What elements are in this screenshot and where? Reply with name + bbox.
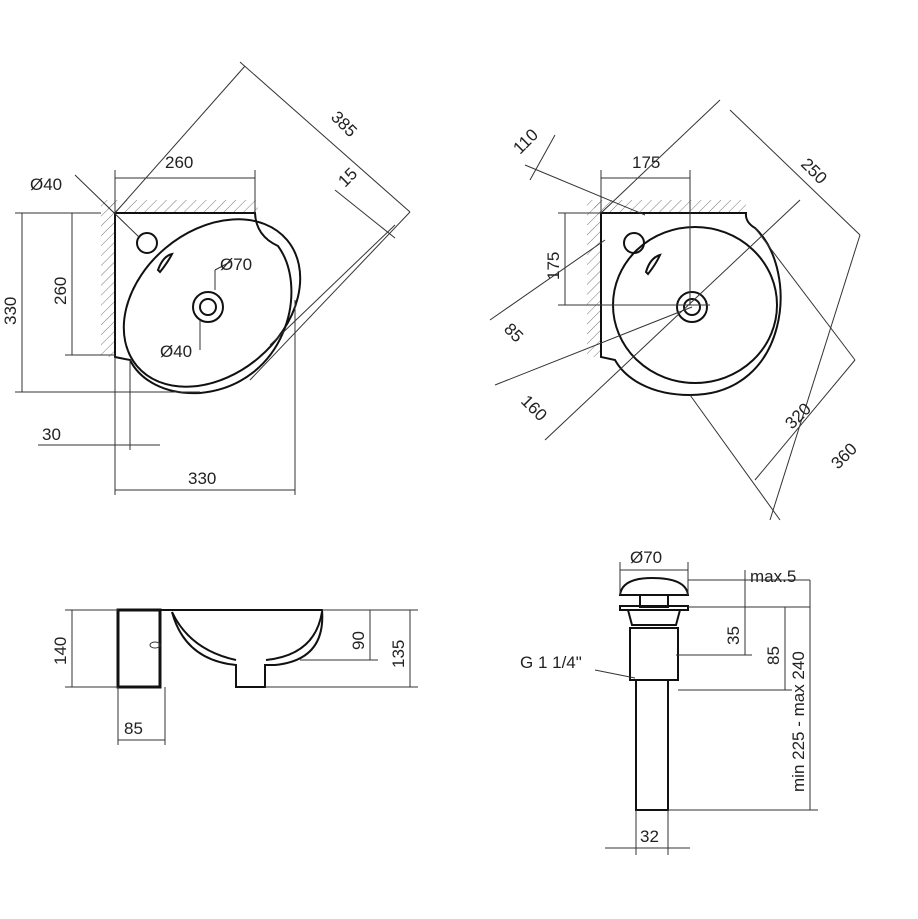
thread-label: G 1 1/4" (520, 653, 582, 672)
wall-hatch-left (587, 200, 601, 357)
dim-width-330: 330 (188, 469, 216, 488)
dim-offset-30: 30 (42, 425, 61, 444)
plug-cap (618, 576, 690, 596)
dim-diagonal-15: 15 (334, 164, 361, 191)
dim-cap-diameter: Ø70 (630, 548, 662, 567)
dim-depth-90: 90 (349, 631, 368, 650)
dim-width-175: 175 (632, 153, 660, 172)
dimension-lines (65, 609, 418, 745)
upper-body (626, 609, 682, 626)
bowl-inner (122, 218, 302, 388)
side-section-view: 140 90 135 85 (51, 608, 418, 745)
dim-wall-85: 85 (124, 719, 143, 738)
overflow-slot (156, 252, 174, 274)
tap-hole (623, 232, 645, 254)
drain-inner (199, 298, 217, 316)
dim-max5: max.5 (750, 567, 796, 586)
dim-85: 85 (764, 646, 783, 665)
dim-pipe-32: 32 (640, 827, 659, 846)
basin-outline (114, 212, 293, 395)
dim-250: 250 (797, 154, 830, 187)
dim-85: 85 (500, 319, 527, 346)
drain-inner (683, 298, 701, 316)
drain-plug-view: Ø70 max.5 35 85 min 225 - max 240 G 1 1/… (520, 548, 818, 855)
tap-hole (136, 232, 158, 254)
dim-110: 110 (509, 125, 542, 158)
dim-length-range: min 225 - max 240 (789, 651, 808, 792)
dim-35: 35 (724, 626, 743, 645)
wall-hatch-top (108, 200, 258, 213)
dim-diagonal-385: 385 (327, 107, 360, 140)
wall-hatch-left (101, 200, 115, 357)
drain-outer (192, 291, 224, 323)
dim-width-260: 260 (165, 153, 193, 172)
dim-320: 320 (781, 399, 814, 432)
threaded-body (629, 627, 679, 681)
dimension-lines (489, 99, 861, 521)
dim-360: 360 (827, 439, 860, 472)
dim-height-260: 260 (51, 277, 70, 305)
dim-height-135: 135 (389, 640, 408, 668)
basin-outline (600, 212, 782, 397)
wall-block (116, 608, 162, 689)
dim-height-175: 175 (544, 252, 563, 280)
overflow-hole (149, 641, 161, 649)
dimension-lines (15, 61, 411, 495)
dim-160: 160 (517, 391, 550, 424)
dim-height-140: 140 (51, 637, 70, 665)
wall-hatch-top (594, 200, 746, 213)
dim-drain-70: Ø70 (220, 255, 252, 274)
top-right-plan-view: 175 110 250 175 85 160 320 360 (489, 99, 861, 521)
overflow-slot (644, 253, 662, 276)
drain-pipe (635, 679, 669, 811)
top-left-plan-view: 260 Ø40 385 15 330 260 Ø70 Ø40 30 330 (1, 61, 411, 495)
dimension-lines (594, 562, 818, 855)
dim-height-330: 330 (1, 297, 20, 325)
bowl-inner-wall-right (265, 611, 323, 661)
bowl-inner-wall (171, 611, 237, 661)
dim-tap-hole-diameter: Ø40 (30, 175, 62, 194)
drain-outer (676, 291, 708, 323)
bowl-section (160, 609, 324, 688)
dim-drain-40: Ø40 (160, 342, 192, 361)
